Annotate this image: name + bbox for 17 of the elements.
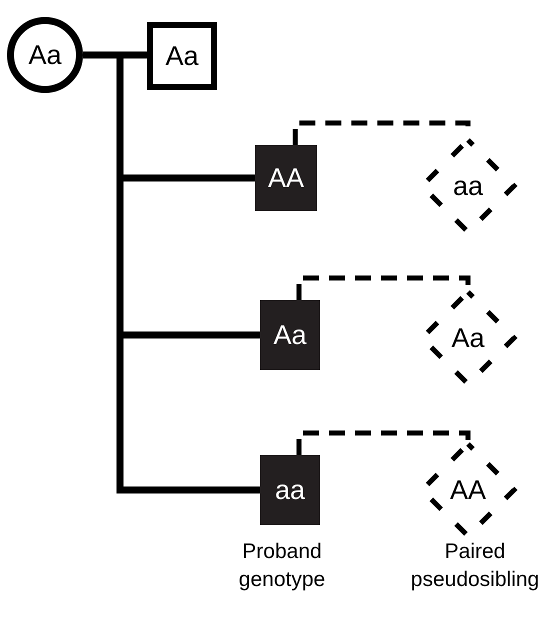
affected-male-square: [260, 300, 320, 370]
genotype-label: AA: [268, 164, 304, 192]
affected-male-square: [260, 455, 320, 525]
column-caption: Proband genotype: [238, 539, 326, 593]
dashed-line: [296, 430, 470, 455]
genotype-label: Aa: [28, 42, 62, 68]
genotype-label: aa: [274, 476, 306, 504]
column-caption: Paired pseudosibling: [410, 539, 540, 593]
genotype-label: Aa: [165, 42, 199, 70]
genotype-label: Aa: [451, 324, 485, 352]
dashed-line: [292, 120, 470, 145]
affected-male-square: [255, 145, 317, 211]
genotype-label: aa: [452, 172, 484, 200]
genotype-label: AA: [450, 476, 486, 504]
male-square: [147, 22, 217, 90]
dashed-line: [296, 276, 470, 300]
genotype-label: Aa: [273, 322, 307, 348]
